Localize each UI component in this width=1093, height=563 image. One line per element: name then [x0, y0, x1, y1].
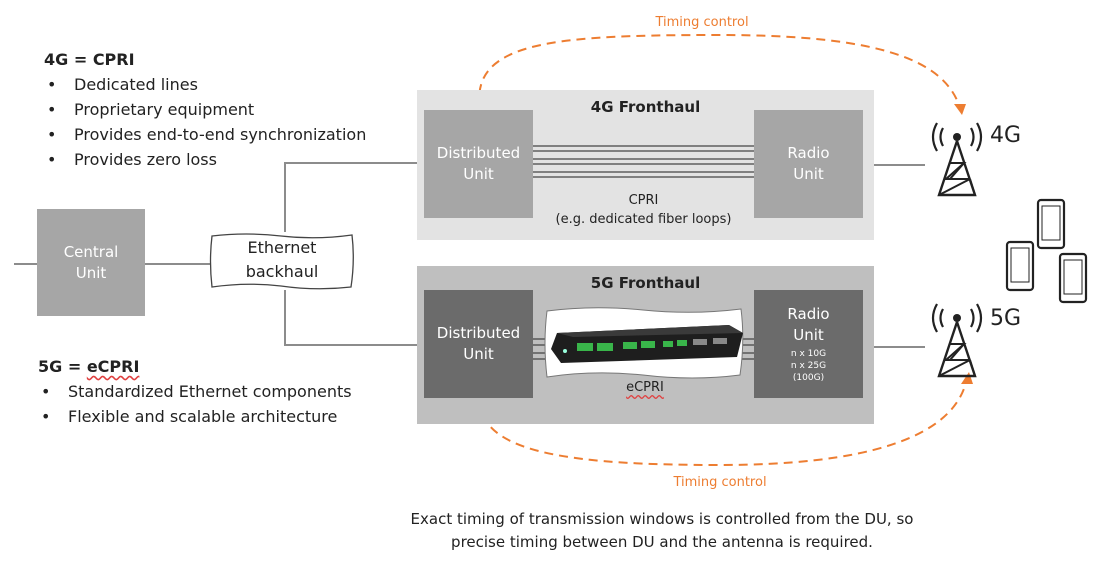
tower-5g-label: 5G [990, 306, 1022, 331]
cpri-label: CPRI [628, 193, 659, 208]
ethernet-backhaul-shape [209, 233, 354, 290]
ru-5g-spec-2: n x 25G [790, 361, 827, 371]
central-unit-label-2: Unit [75, 263, 107, 282]
heading-term: eCPRI [86, 357, 140, 376]
fronthaul-5g-title: 5G Fronthaul [590, 274, 701, 292]
fronthaul-4g-title: 4G Fronthaul [590, 98, 701, 116]
timing-arc-bottom [479, 377, 968, 467]
timing-control-top-label: Timing control [655, 15, 749, 30]
cpri-sublabel: (e.g. dedicated fiber loops) [555, 212, 732, 227]
list-item: Flexible and scalable architecture [38, 404, 398, 429]
footer-note: Exact timing of transmission windows is … [362, 508, 962, 554]
list-item: Dedicated lines [44, 72, 404, 97]
timing-arc-top [478, 33, 961, 109]
ru-5g-label-1: Radio [787, 305, 830, 323]
ecpri-label-text: eCPRI [626, 380, 664, 395]
list-5g: 5G = eCPRI Standardized Ethernet compone… [38, 354, 398, 429]
ru-5g-spec-1: n x 10G [790, 349, 827, 359]
footer-line-1: Exact timing of transmission windows is … [410, 510, 914, 528]
cell-tower-icon [931, 303, 983, 378]
ru-4g-label-1: Radio [787, 144, 830, 162]
list-item: Provides zero loss [44, 147, 404, 172]
list-5g-heading: 5G = eCPRI [38, 354, 398, 379]
list-4g-heading: 4G = CPRI [44, 47, 404, 72]
du-4g-label-1: Distributed [436, 144, 521, 162]
cpri-label-block: CPRI (e.g. dedicated fiber loops) [533, 191, 754, 229]
ru-5g-box: Radio Unit n x 10G n x 25G (100G) [754, 290, 863, 398]
tower-4g-label: 4G [990, 123, 1022, 148]
smartphone-icon [1058, 252, 1088, 304]
timing-arrow-top [954, 104, 966, 115]
heading-term: CPRI [92, 50, 135, 69]
ru-4g-label-2: Unit [793, 165, 824, 183]
central-unit-label-1: Central [63, 242, 119, 261]
ethernet-backhaul-label: Ethernet backhaul [206, 236, 358, 284]
du-4g-label-2: Unit [463, 165, 494, 183]
list-item: Provides end-to-end synchronization [44, 122, 404, 147]
smartphone-icon [1005, 240, 1035, 292]
du-5g-label-2: Unit [463, 345, 494, 363]
ru-5g-spec-3: (100G) [792, 373, 825, 383]
list-item: Proprietary equipment [44, 97, 404, 122]
backhaul-5g-du-line [284, 290, 424, 346]
heading-prefix: 5G = [38, 357, 87, 376]
footer-line-2: precise timing between DU and the antenn… [451, 533, 873, 551]
backhaul-label-1: Ethernet [247, 238, 317, 257]
smartphone-icon [1036, 198, 1066, 250]
network-switch-device [533, 307, 754, 379]
du-5g-label-1: Distributed [436, 324, 521, 342]
ecpri-label: eCPRI [600, 378, 690, 397]
cpri-fiber-lines [533, 145, 754, 178]
list-item: Standardized Ethernet components [38, 379, 398, 404]
backhaul-4g-du-line [284, 162, 424, 232]
backhaul-label-2: backhaul [245, 262, 319, 281]
ru-5g-label-2: Unit [793, 326, 824, 344]
cell-tower-icon [931, 122, 983, 197]
smartphones-group [1005, 198, 1088, 304]
heading-prefix: 4G = [44, 50, 93, 69]
timing-control-bottom-label: Timing control [673, 475, 767, 490]
list-4g: 4G = CPRI Dedicated lines Proprietary eq… [44, 47, 404, 172]
